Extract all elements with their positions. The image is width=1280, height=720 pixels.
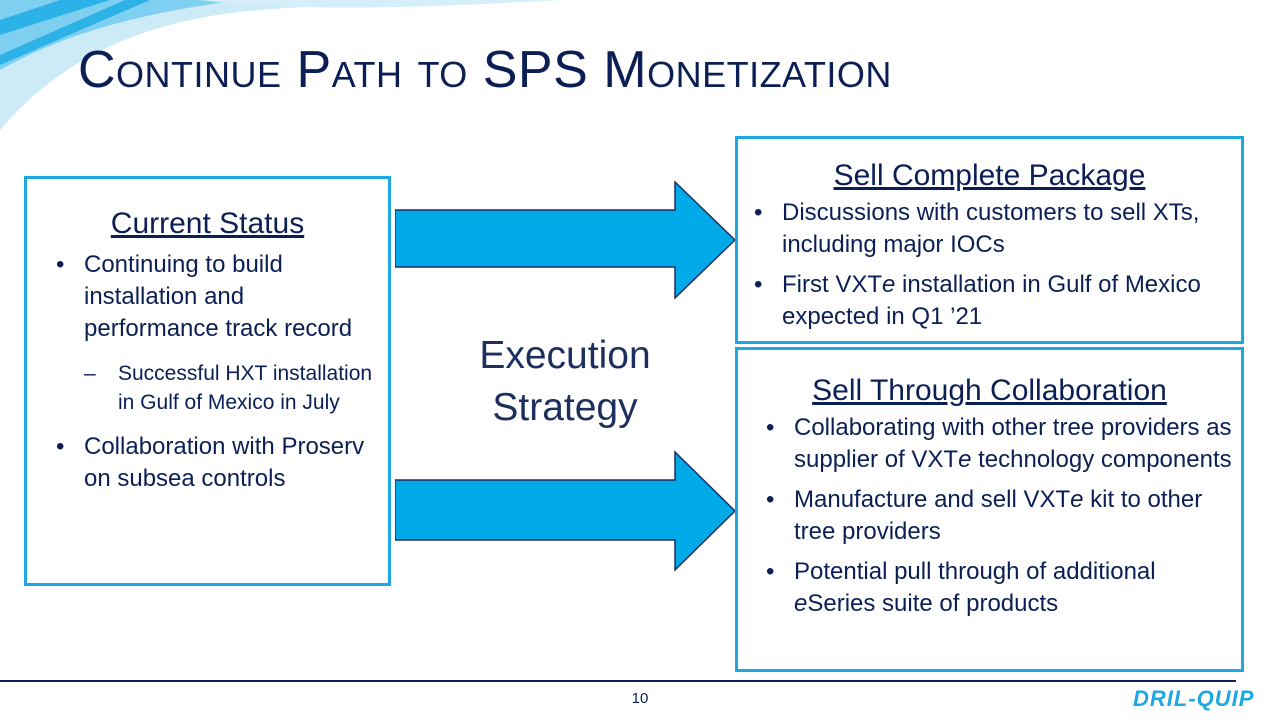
page-title: Continue Path to SPS Monetization — [78, 41, 892, 99]
list-item: Collaborating with other tree providers … — [766, 412, 1233, 476]
sell-complete-box: Sell Complete Package Discussions with c… — [735, 136, 1244, 344]
wave-decoration — [0, 0, 560, 130]
footer-divider — [0, 680, 1236, 682]
label-line: Execution — [479, 334, 651, 377]
sell-complete-heading: Sell Complete Package — [833, 159, 1146, 192]
list-item: Successful HXT installation in Gulf of M… — [84, 359, 378, 417]
list-item: Potential pull through of additional eSe… — [766, 556, 1233, 620]
current-status-box: Current Status Continuing to build insta… — [24, 176, 391, 586]
list-item: Collaboration with Proserv on subsea con… — [56, 431, 378, 495]
list-item: Discussions with customers to sell XTs, … — [754, 197, 1233, 261]
page-number: 10 — [631, 690, 649, 707]
sell-complete-list: Discussions with customers to sell XTs, … — [738, 197, 1241, 333]
execution-strategy-label: Execution Strategy — [470, 330, 660, 434]
current-status-list: Continuing to build installation and per… — [27, 249, 388, 495]
arrows — [395, 180, 737, 572]
current-status-heading: Current Status — [110, 207, 305, 240]
list-item: Continuing to build installation and per… — [56, 249, 378, 345]
sell-collab-box: Sell Through Collaboration Collaborating… — [735, 347, 1244, 672]
sell-collab-list: Collaborating with other tree providers … — [738, 412, 1241, 620]
arrow-top — [395, 180, 737, 300]
company-logo: DRIL-QUIP — [1133, 686, 1255, 711]
arrow-bottom — [395, 450, 737, 572]
sell-collab-heading: Sell Through Collaboration — [812, 374, 1167, 407]
list-item: Manufacture and sell VXTe kit to other t… — [766, 484, 1233, 548]
list-item: First VXTe installation in Gulf of Mexic… — [754, 269, 1233, 333]
label-line: Strategy — [492, 386, 638, 429]
